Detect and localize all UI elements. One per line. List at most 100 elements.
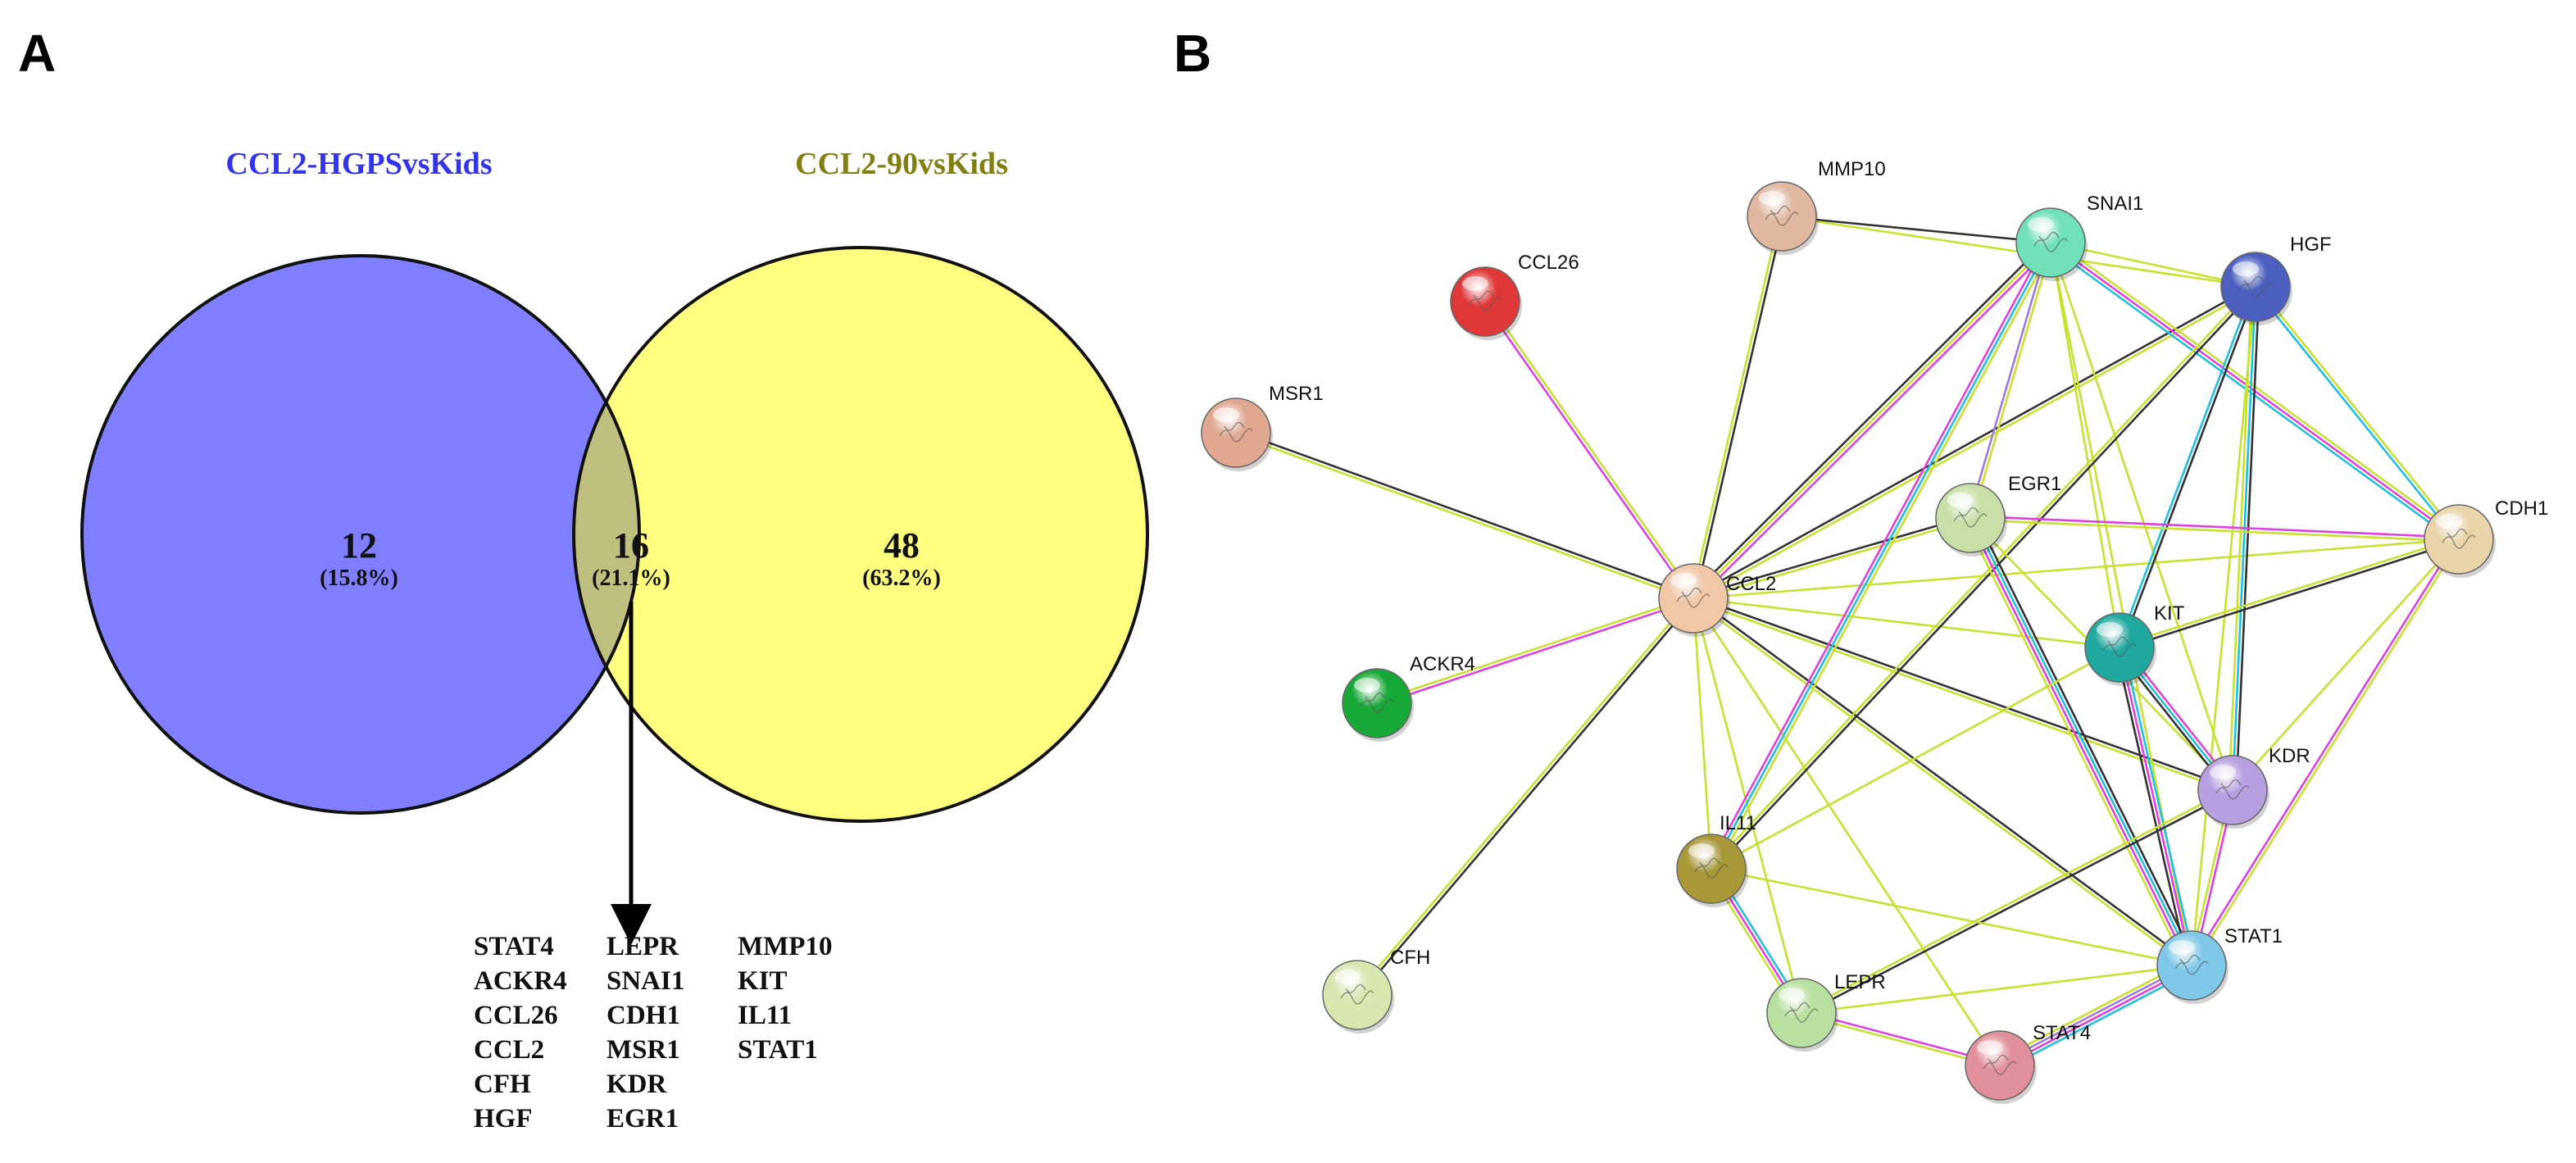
network-node-lepr: LEPR (1766, 971, 1886, 1052)
edge-strand (2119, 287, 2259, 649)
network-edge (2228, 286, 2260, 791)
edge-strand (2049, 242, 2234, 791)
edge-strand (1695, 244, 2055, 602)
protein-structure-icon (1765, 205, 1799, 226)
gene-label: STAT4 (474, 932, 554, 961)
node-sphere (1766, 978, 1837, 1048)
edge-strand (2118, 647, 2193, 966)
protein-structure-icon (1983, 1054, 2017, 1075)
network-edge (1967, 242, 2054, 519)
node-label: STAT4 (2033, 1022, 2091, 1044)
venn-right-title: CCL2-90vsKids (795, 147, 1008, 181)
node-label: SNAI1 (2087, 193, 2143, 215)
node-highlight (1213, 407, 1239, 422)
edge-strand (1234, 433, 1693, 602)
edge-strand (1970, 243, 2054, 519)
network-edge (1711, 646, 2120, 870)
left-count: 12 (341, 525, 377, 566)
edge-strand (1693, 596, 2194, 965)
edge-strand (1801, 790, 2234, 1016)
edge-strand (1970, 516, 2195, 965)
network-node-egr1: EGR1 (1935, 473, 2061, 557)
node-highlight (2210, 765, 2236, 779)
network-edge (1964, 515, 2198, 969)
edge-strand (1693, 287, 2257, 602)
protein-structure-icon (2174, 954, 2209, 975)
node-label: LEPR (1834, 971, 1886, 993)
node-label: IL11 (1720, 812, 1756, 834)
gene-label: EGR1 (607, 1104, 679, 1133)
edge-strand (1974, 515, 2198, 964)
node-highlight (1977, 1040, 2003, 1055)
edge-strand (2115, 647, 2189, 967)
edge-strand (1781, 215, 2051, 244)
node-sphere (1935, 483, 2006, 553)
network-node-kdr: KDR (2197, 745, 2310, 829)
edge-strand (2116, 285, 2256, 647)
panel-b-letter: B (1174, 24, 1212, 83)
network-node-stat4: STAT4 (1965, 1022, 2091, 1104)
venn-left-outline (80, 254, 641, 815)
network-edge (1355, 596, 1696, 997)
edge-strand (1711, 646, 2120, 870)
network-node-cdh1: CDH1 (2424, 497, 2548, 578)
network-node-snai1: SNAI1 (2015, 193, 2143, 281)
edge-strand (1690, 216, 1782, 598)
network-edge (1800, 787, 2234, 1016)
gene-label: KIT (738, 966, 788, 996)
gene-label: CFH (474, 1070, 531, 1099)
edge-strand (2047, 244, 2458, 543)
network-nodes: MMP10SNAI1HGFCCL26MSR1EGR1CDH1CCL2KITACK… (1201, 158, 2548, 1104)
overlap-count: 16 (613, 525, 649, 566)
edge-strand (1692, 242, 2051, 599)
protein-structure-icon (1340, 984, 1374, 1005)
edge-strand (2192, 539, 2462, 967)
edge-strand (2122, 646, 2197, 965)
network-edge (2116, 285, 2259, 649)
edge-strand (1711, 287, 2258, 871)
venn-right-circle (574, 248, 1147, 821)
gene-label: MMP10 (738, 932, 832, 961)
edge-strand (2231, 286, 2257, 791)
protein-structure-icon (2238, 275, 2273, 297)
node-sphere (2156, 930, 2227, 1001)
network-edge (1692, 597, 1803, 1014)
node-highlight (1759, 191, 1785, 206)
gene-label: KDR (607, 1070, 668, 1099)
edge-strand (1485, 299, 1696, 598)
network-edge (1690, 216, 1785, 599)
network-edge (1711, 867, 2192, 967)
network-edge (2049, 242, 2121, 648)
overlap-gene-list: STAT4 ACKR4 CCL26 CCL2 CFH HGF LEPR SNAI… (474, 932, 832, 1133)
network-edge (2253, 284, 2461, 542)
edge-strand (1357, 598, 1696, 997)
gene-label: MSR1 (607, 1035, 680, 1065)
node-highlight (1462, 276, 1488, 291)
edge-strand (1711, 867, 2192, 967)
edge-strand (1964, 520, 2188, 969)
gene-label: IL11 (738, 1001, 792, 1030)
network-edge (1969, 515, 2460, 543)
network-node-kit: KIT (2084, 602, 2185, 686)
node-highlight (1334, 970, 1361, 984)
network-edge (2232, 538, 2460, 791)
protein-structure-icon (1468, 290, 1502, 311)
edge-strand (1710, 242, 2052, 870)
gene-label: STAT1 (738, 1035, 818, 1065)
right-percent: (63.2%) (862, 566, 941, 591)
edge-strand (1692, 597, 1713, 870)
network-node-msr1: MSR1 (1201, 383, 1324, 471)
network-edge (1692, 597, 1713, 870)
protein-structure-icon (1784, 1002, 1819, 1023)
edge-strand (1800, 787, 2233, 1013)
node-highlight (1670, 573, 1697, 588)
edge-strand (1970, 515, 2460, 539)
protein-structure-icon (2033, 231, 2068, 252)
node-highlight (2436, 514, 2462, 529)
node-sphere (1676, 834, 1747, 904)
edge-strand (1692, 284, 2256, 598)
edge-strand (1483, 302, 1693, 601)
edge-strand (1692, 538, 2460, 600)
edge-strand (2001, 969, 2195, 1072)
